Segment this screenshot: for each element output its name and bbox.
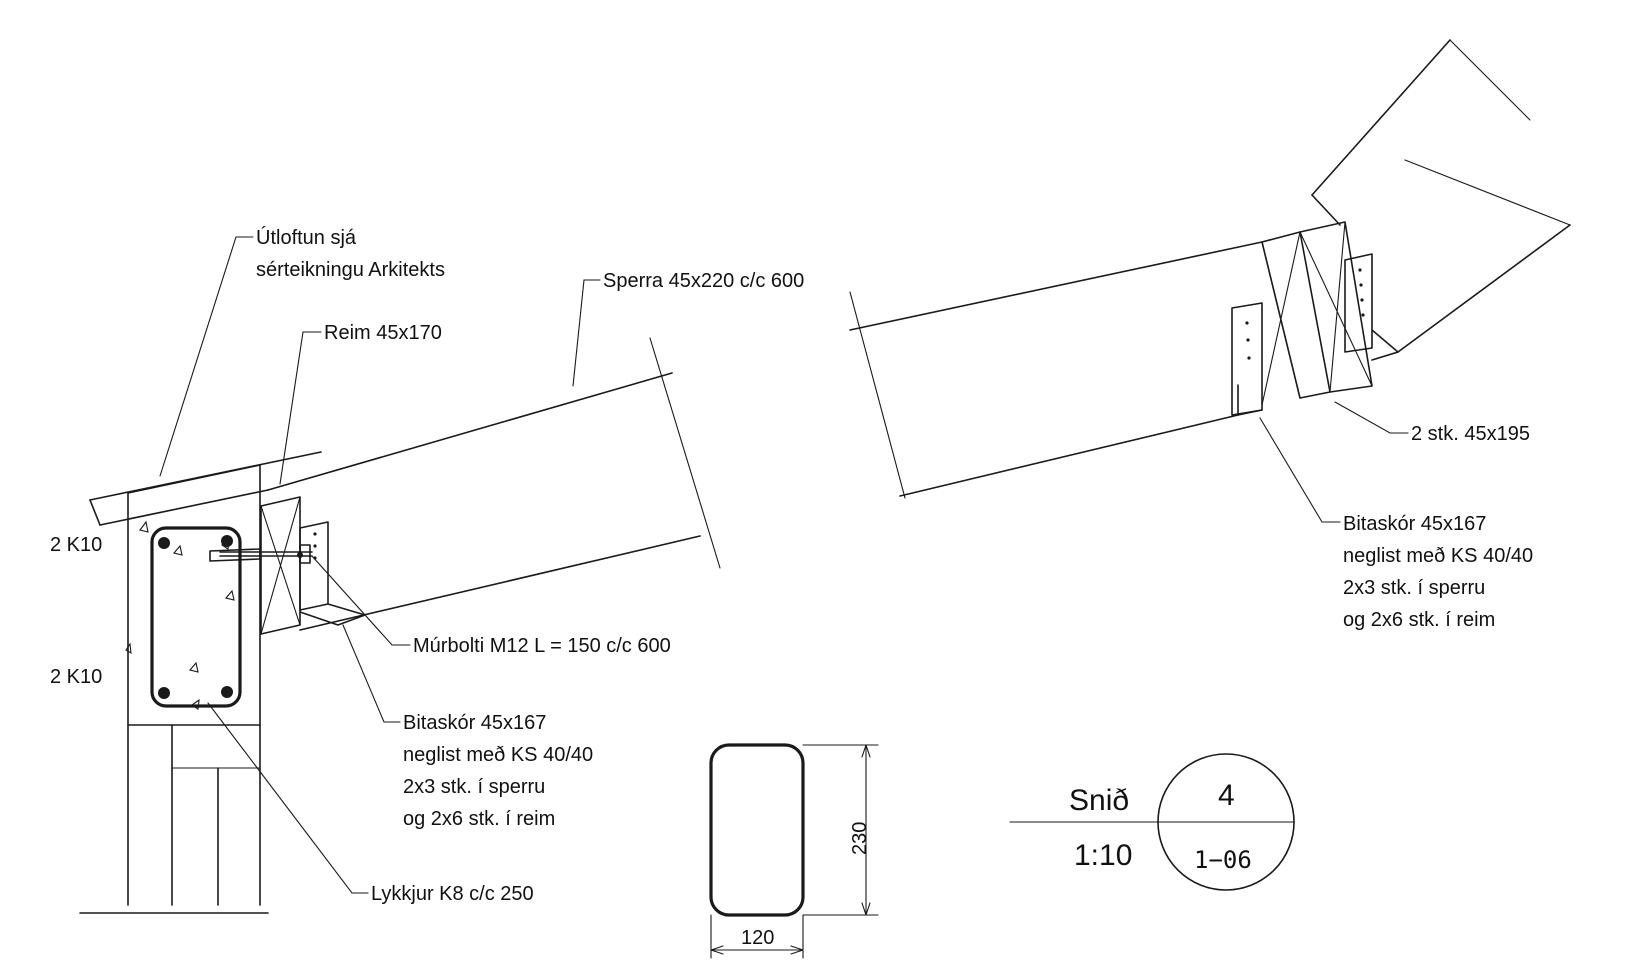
title-sheet: 1−06 xyxy=(1194,846,1252,874)
joist-hanger-left xyxy=(299,521,366,626)
leader-lines xyxy=(159,236,1409,894)
label-bitaskor-right-3: 2x3 stk. í sperru xyxy=(1343,577,1485,599)
label-bitaskor-left-4: og 2x6 stk. í reim xyxy=(403,808,555,830)
title-number: 4 xyxy=(1218,779,1235,812)
label-bitaskor-right-1: Bitaskór 45x167 xyxy=(1343,513,1486,535)
label-rebar-top: 2 K10 xyxy=(50,534,102,556)
label-utloftun-2: sérteikningu Arkitekts xyxy=(256,259,445,281)
label-murbolti: Múrbolti M12 L = 150 c/c 600 xyxy=(413,635,671,657)
annotations: Útloftun sjá sérteikningu Arkitekts Sper… xyxy=(50,226,1533,905)
label-bitaskor-left-2: neglist með KS 40/40 xyxy=(403,744,593,766)
rafter-left xyxy=(89,337,721,631)
label-bitaskor-right-4: og 2x6 stk. í reim xyxy=(1343,609,1495,631)
label-rebar-bottom: 2 K10 xyxy=(50,666,102,688)
label-lykkjur: Lykkjur K8 c/c 250 xyxy=(371,883,534,905)
rafter-right xyxy=(849,241,1263,499)
title-scale: 1:10 xyxy=(1074,839,1132,872)
title-name: Snið xyxy=(1069,784,1129,817)
rebar-dot-br xyxy=(221,686,233,698)
dim-height: 230 xyxy=(849,822,871,855)
ridge-connection xyxy=(1231,39,1571,416)
section-detail: 230 120 xyxy=(709,743,879,959)
label-bitaskor-left-1: Bitaskór 45x167 xyxy=(403,712,546,734)
rebar-stirrup xyxy=(150,526,242,708)
title-block: Snið 1:10 4 1−06 xyxy=(1009,753,1295,891)
label-two-stk: 2 stk. 45x195 xyxy=(1411,423,1530,445)
label-bitaskor-left-3: 2x3 stk. í sperru xyxy=(403,776,545,798)
rebar-dot-tr xyxy=(221,535,233,547)
dim-width: 120 xyxy=(741,927,774,949)
label-bitaskor-right-2: neglist með KS 40/40 xyxy=(1343,545,1533,567)
rebar-dot-bl xyxy=(158,687,170,699)
anchor-bolt xyxy=(209,544,313,564)
label-sperra: Sperra 45x220 c/c 600 xyxy=(603,270,804,292)
label-utloftun-1: Útloftun sjá xyxy=(256,226,357,249)
reim-wall-plate xyxy=(260,496,301,635)
label-reim: Reim 45x170 xyxy=(324,322,442,344)
rebar-dot-tl xyxy=(158,537,170,549)
